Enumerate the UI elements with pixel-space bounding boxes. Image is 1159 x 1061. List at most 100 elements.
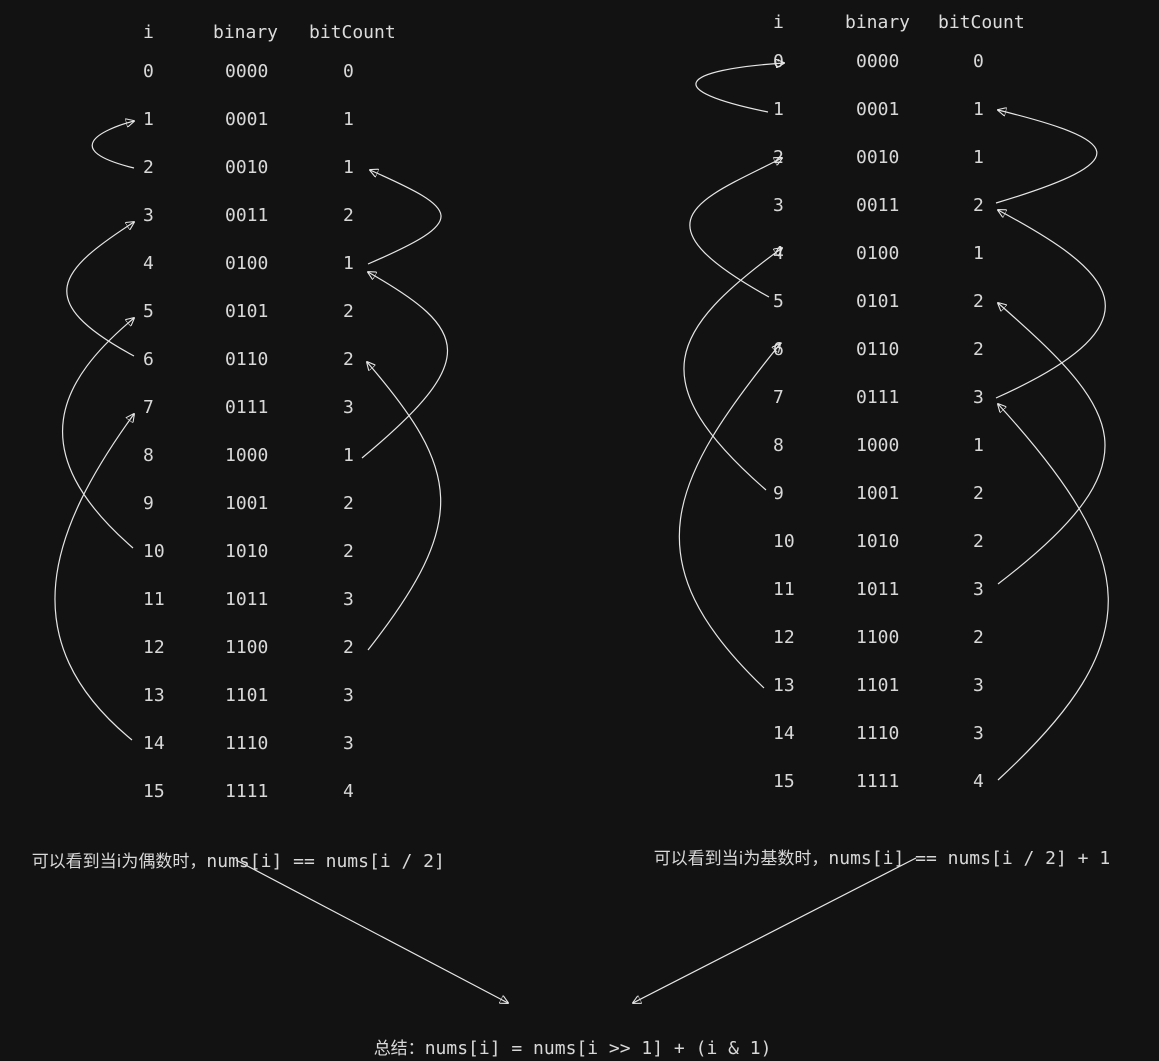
odd-cell-bitcount: 3 bbox=[973, 675, 984, 696]
even-cell-binary: 0100 bbox=[225, 253, 269, 274]
odd-cell-i: 3 bbox=[773, 195, 784, 216]
even-cell-i: 1 bbox=[143, 109, 154, 130]
arrow-loop-9-to-4 bbox=[683, 248, 782, 491]
even-cell-i: 5 bbox=[143, 301, 154, 322]
arrow-loop-2-to-1 bbox=[91, 121, 134, 169]
even-cell-binary: 0001 bbox=[225, 109, 269, 130]
arrow-loop-1-to-0 bbox=[695, 63, 784, 113]
arrow-loop-bc7-to-bc3 bbox=[995, 210, 1106, 399]
arrow-loop-bc12-to-bc6 bbox=[367, 362, 442, 651]
odd-cell-i: 15 bbox=[773, 771, 795, 792]
even-cell-binary: 1001 bbox=[225, 493, 269, 514]
odd-note: 可以看到当i为基数时，nums[i] == nums[i / 2] + 1 bbox=[632, 823, 1111, 871]
even-cell-bitcount: 1 bbox=[343, 109, 354, 130]
even-note: 可以看到当i为偶数时，nums[i] == nums[i / 2] bbox=[10, 826, 445, 874]
even-cell-bitcount: 1 bbox=[343, 253, 354, 274]
odd-cell-i: 1 bbox=[773, 99, 784, 120]
even-cell-i: 4 bbox=[143, 253, 154, 274]
even-cell-i: 12 bbox=[143, 637, 165, 658]
odd-cell-binary: 1011 bbox=[856, 579, 900, 600]
odd-cell-i: 6 bbox=[773, 339, 784, 360]
even-cell-i: 11 bbox=[143, 589, 165, 610]
odd-cell-i: 11 bbox=[773, 579, 795, 600]
even-cell-bitcount: 3 bbox=[343, 733, 354, 754]
odd-cell-binary: 0101 bbox=[856, 291, 900, 312]
even-cell-bitcount: 1 bbox=[343, 445, 354, 466]
odd-cell-binary: 1101 bbox=[856, 675, 900, 696]
arrow-odd-note-to-summary bbox=[633, 857, 917, 1003]
odd-cell-binary: 1000 bbox=[856, 435, 900, 456]
even-note-text: 可以看到当i为偶数时， bbox=[31, 852, 207, 872]
even-cell-binary: 1011 bbox=[225, 589, 269, 610]
odd-cell-binary: 0100 bbox=[856, 243, 900, 264]
odd-cell-binary: 0001 bbox=[856, 99, 900, 120]
even-cell-i: 2 bbox=[143, 157, 154, 178]
odd-cell-bitcount: 2 bbox=[973, 531, 984, 552]
odd-cell-binary: 1001 bbox=[856, 483, 900, 504]
even-header-i: i bbox=[143, 22, 154, 43]
odd-cell-binary: 0110 bbox=[856, 339, 900, 360]
even-cell-i: 9 bbox=[143, 493, 154, 514]
odd-cell-i: 8 bbox=[773, 435, 784, 456]
odd-cell-i: 7 bbox=[773, 387, 784, 408]
odd-note-formula: nums[i] == nums[i / 2] + 1 bbox=[828, 848, 1111, 869]
even-cell-bitcount: 2 bbox=[343, 637, 354, 658]
arrow-loop-14-to-7 bbox=[54, 414, 134, 741]
arrow-loop-bc4-to-bc2 bbox=[367, 170, 442, 265]
even-cell-i: 7 bbox=[143, 397, 154, 418]
odd-cell-bitcount: 1 bbox=[973, 147, 984, 168]
odd-cell-i: 4 bbox=[773, 243, 784, 264]
even-cell-i: 8 bbox=[143, 445, 154, 466]
even-cell-bitcount: 4 bbox=[343, 781, 354, 802]
odd-cell-i: 12 bbox=[773, 627, 795, 648]
odd-cell-bitcount: 2 bbox=[973, 339, 984, 360]
odd-cell-i: 10 bbox=[773, 531, 795, 552]
odd-header-binary: binary bbox=[845, 12, 911, 33]
arrow-loop-bc3-to-bc1 bbox=[995, 110, 1098, 204]
odd-cell-bitcount: 3 bbox=[973, 387, 984, 408]
odd-cell-bitcount: 0 bbox=[973, 51, 984, 72]
odd-header-i: i bbox=[773, 12, 784, 33]
arrow-loop-5-to-2 bbox=[689, 158, 782, 298]
even-cell-bitcount: 3 bbox=[343, 589, 354, 610]
arrow-loop-6-to-3 bbox=[66, 222, 134, 357]
even-cell-bitcount: 2 bbox=[343, 349, 354, 370]
even-cell-bitcount: 0 bbox=[343, 61, 354, 82]
odd-cell-bitcount: 4 bbox=[973, 771, 984, 792]
even-cell-bitcount: 2 bbox=[343, 205, 354, 226]
summary-note-text: 总结： bbox=[373, 1039, 425, 1059]
even-cell-bitcount: 3 bbox=[343, 397, 354, 418]
even-cell-i: 15 bbox=[143, 781, 165, 802]
even-cell-bitcount: 2 bbox=[343, 301, 354, 322]
even-cell-i: 10 bbox=[143, 541, 165, 562]
odd-cell-binary: 1010 bbox=[856, 531, 900, 552]
odd-cell-bitcount: 3 bbox=[973, 579, 984, 600]
even-cell-binary: 0111 bbox=[225, 397, 269, 418]
even-cell-binary: 0101 bbox=[225, 301, 269, 322]
odd-cell-bitcount: 1 bbox=[973, 435, 984, 456]
odd-cell-i: 2 bbox=[773, 147, 784, 168]
arrow-loop-bc8-to-bc4 bbox=[361, 272, 449, 459]
odd-cell-bitcount: 2 bbox=[973, 483, 984, 504]
even-cell-binary: 1111 bbox=[225, 781, 269, 802]
even-cell-i: 0 bbox=[143, 61, 154, 82]
summary-note: 总结：nums[i] = nums[i >> 1] + (i & 1) bbox=[352, 1013, 772, 1061]
even-cell-binary: 0010 bbox=[225, 157, 269, 178]
even-cell-bitcount: 1 bbox=[343, 157, 354, 178]
even-cell-binary: 1010 bbox=[225, 541, 269, 562]
odd-header-bitcount: bitCount bbox=[938, 12, 1025, 33]
odd-cell-binary: 1100 bbox=[856, 627, 900, 648]
even-cell-binary: 0011 bbox=[225, 205, 269, 226]
even-cell-i: 14 bbox=[143, 733, 165, 754]
odd-cell-binary: 1111 bbox=[856, 771, 900, 792]
even-cell-binary: 0000 bbox=[225, 61, 269, 82]
arrow-loop-13-to-6 bbox=[678, 344, 780, 689]
odd-cell-binary: 1110 bbox=[856, 723, 900, 744]
odd-cell-i: 0 bbox=[773, 51, 784, 72]
even-cell-binary: 1100 bbox=[225, 637, 269, 658]
even-cell-i: 13 bbox=[143, 685, 165, 706]
even-cell-bitcount: 3 bbox=[343, 685, 354, 706]
odd-cell-bitcount: 2 bbox=[973, 291, 984, 312]
arrow-even-note-to-summary bbox=[235, 859, 508, 1003]
